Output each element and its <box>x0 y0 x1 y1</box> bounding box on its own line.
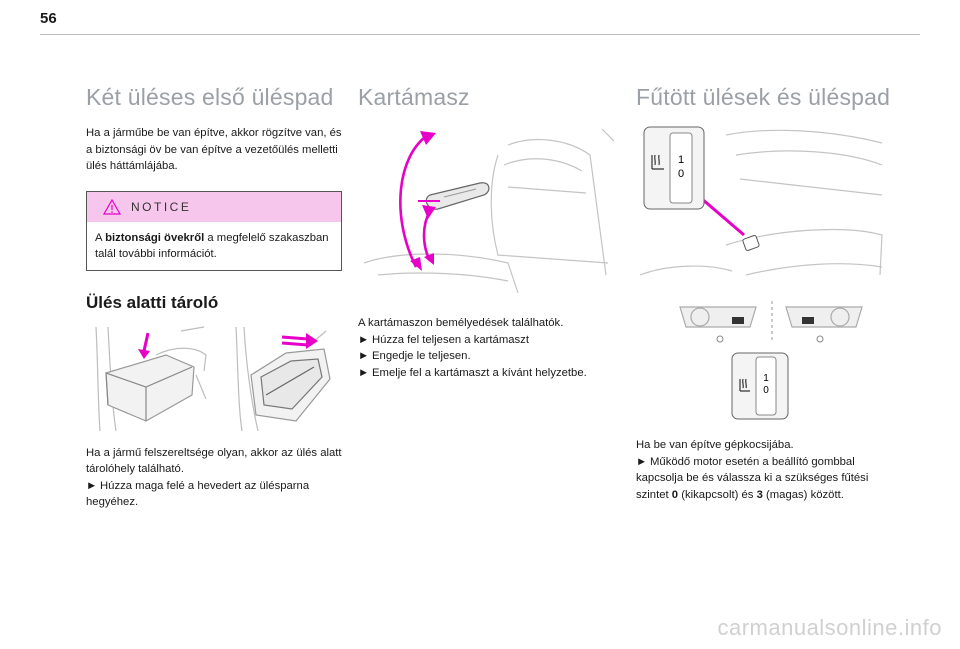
step-marker: ► <box>358 350 370 362</box>
level-high: 3 <box>756 488 763 501</box>
heated-seat-button-illustration: 1 0 <box>731 352 789 420</box>
notice-label: NOTICE <box>131 199 192 214</box>
armrest-step-2: ►Engedje le teljesen. <box>358 348 620 365</box>
seat-heating-icon <box>739 378 750 392</box>
heated-seat-button-location-illustration: 1 0 <box>639 126 883 276</box>
level-off: 0 <box>671 488 679 501</box>
top-divider <box>40 34 920 35</box>
step-marker: ► <box>636 455 648 468</box>
section-title-heated-seats: Fűtött ülések és üléspad <box>636 84 891 110</box>
column-armrest: Kartámasz A kartámaszon bemélyedések tal… <box>358 84 620 381</box>
page-number: 56 <box>40 10 57 27</box>
notice-text-before: A <box>95 231 106 244</box>
heated-step-mid: (kikapcsolt) és <box>678 488 757 501</box>
section-title-storage: Ülés alatti tároló <box>86 292 219 312</box>
column-heated-seats: Fűtött ülések és üléspad 1 0 <box>636 84 891 504</box>
dial-level-high: 1 <box>763 373 769 384</box>
seat-heating-icon <box>651 154 664 170</box>
dial-level-high: 1 <box>678 154 684 166</box>
bench-intro: Ha a járműbe be van építve, akkor rögzít… <box>86 127 342 172</box>
step-marker: ► <box>358 333 370 346</box>
storage-intro: Ha a jármű felszereltsége olyan, akkor a… <box>86 446 342 476</box>
under-seat-storage-illustration <box>95 325 331 431</box>
dashboard-position-illustration <box>679 301 863 343</box>
notice-header: NOTICE <box>87 191 341 222</box>
armrest-step-1: ►Húzza fel teljesen a kartámaszt <box>358 332 620 349</box>
notice-box: NOTICE A biztonsági övekről a megfelelő … <box>86 190 342 271</box>
heated-step-after: (magas) között. <box>762 488 844 501</box>
warning-icon <box>103 198 121 215</box>
armrest-illustration <box>363 128 614 293</box>
storage-step: ►Húzza maga felé a hevedert az ülésparna… <box>86 478 348 511</box>
section-title-armrest: Kartámasz <box>358 84 470 110</box>
notice-text-after: a megfelelő szakaszban talál további inf… <box>95 231 329 260</box>
step-marker: ► <box>86 479 98 492</box>
notice-bold: biztonsági övekről <box>105 231 205 244</box>
heated-step-before: Működő motor esetén a beállító gombbal k… <box>636 455 869 501</box>
armrest-step-3: ►Emelje fel a kartámaszt a kívánt helyze… <box>358 365 620 382</box>
watermark: carmanualsonline.info <box>717 615 942 640</box>
armrest-step-3-text: Emelje fel a kartámaszt a kívánt helyzet… <box>372 366 587 379</box>
heated-step: ►Működő motor esetén a beállító gombbal … <box>636 454 888 504</box>
dial-level-off: 0 <box>678 168 684 180</box>
section-title-bench: Két üléses első üléspad <box>86 84 334 110</box>
armrest-step-1-text: Húzza fel teljesen a kartámaszt <box>372 333 529 346</box>
heated-intro: Ha be van építve gépkocsijába. <box>636 439 794 451</box>
notice-body: A biztonsági övekről a megfelelő szakasz… <box>87 222 341 270</box>
storage-step-text: Húzza maga felé a hevedert az ülésparna … <box>86 479 310 509</box>
dial-level-off: 0 <box>763 385 769 396</box>
armrest-intro: A kartámaszon bemélyedések találhatók. <box>358 317 564 329</box>
armrest-step-2-text: Engedje le teljesen. <box>372 350 471 362</box>
step-marker: ► <box>358 366 370 379</box>
column-two-seat-bench: Két üléses első üléspad Ha a járműbe be … <box>86 84 348 511</box>
